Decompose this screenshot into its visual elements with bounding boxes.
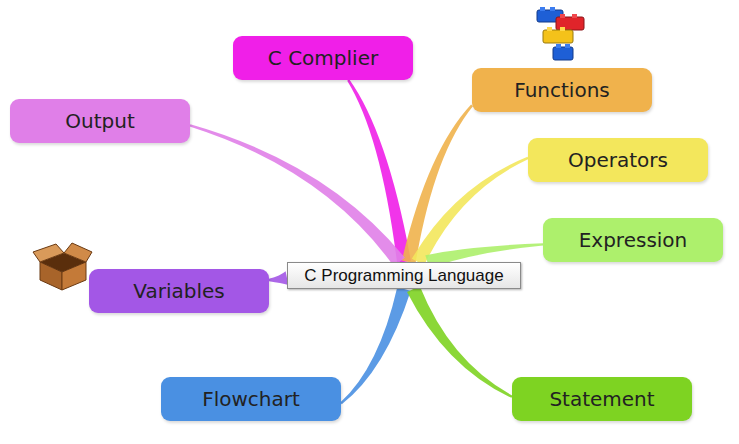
topic-box: Output <box>10 99 190 143</box>
cardboard-box-icon <box>33 243 92 290</box>
topic-box: Flowchart <box>161 377 341 421</box>
topic-box: Functions <box>472 68 652 112</box>
topic-label: Output <box>65 109 134 133</box>
lego-bricks-icon <box>537 7 584 60</box>
central-label: C Programming Language <box>304 266 503 286</box>
tapered-branch <box>269 271 288 285</box>
topic-label: Statement <box>549 387 654 411</box>
topic-label: Functions <box>514 78 610 102</box>
topic-box: Operators <box>528 138 708 182</box>
topic-box: Expression <box>543 218 723 262</box>
tapered-branch <box>407 286 513 398</box>
topic-label: Flowchart <box>202 387 300 411</box>
tapered-branch <box>190 124 405 266</box>
topic-label: Variables <box>133 279 224 303</box>
topic-box: C Complier <box>233 36 413 80</box>
topic-box: Statement <box>512 377 692 421</box>
topic-label: Operators <box>568 148 668 172</box>
topic-label: C Complier <box>268 46 378 70</box>
topic-label: Expression <box>579 228 688 252</box>
topic-box: Variables <box>89 269 269 313</box>
tapered-branch <box>340 287 411 404</box>
central-topic: C Programming Language <box>287 262 521 289</box>
